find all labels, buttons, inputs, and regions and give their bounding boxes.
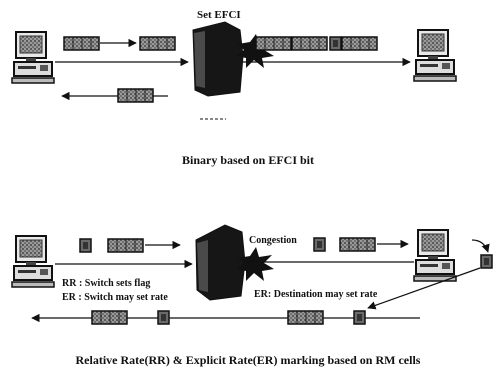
data-cell-icon [291, 36, 328, 51]
backward-rm-path [367, 267, 481, 310]
data-cell-icon [287, 310, 324, 325]
marked-cell-icon [329, 36, 342, 51]
source-computer-icon [11, 235, 55, 288]
er-note: ER : Switch may set rate [62, 292, 168, 303]
switch-shade [194, 31, 205, 88]
turnaround-arrow [471, 239, 490, 253]
diagram2: Congestion RR : Switch sets flag ER : Sw… [11, 224, 493, 367]
data-cell-icon [107, 238, 144, 253]
data-cell-icon [91, 310, 128, 325]
feedback-cell-icon [117, 88, 154, 103]
rm-cell-icon [353, 310, 366, 325]
caption-binary: Binary based on EFCI bit [182, 153, 314, 167]
data-cell-icon [63, 36, 100, 51]
rr-note: RR : Switch sets flag [62, 278, 150, 289]
rm-cell-icon [480, 254, 493, 269]
set-efci-label: Set EFCI [197, 9, 241, 21]
destination-computer-icon [413, 229, 457, 282]
rm-cell-icon [313, 237, 326, 252]
switch-icon [195, 224, 246, 301]
data-cell-icon [339, 237, 376, 252]
destination-note: ER: Destination may set rate [254, 289, 378, 300]
source-computer-icon [11, 31, 55, 84]
rm-cell-icon [79, 238, 92, 253]
rm-cell-icon [157, 310, 170, 325]
congestion-label: Congestion [249, 235, 297, 246]
diagram1: Set EFCI Binary based on EFCI bit [11, 9, 457, 167]
data-cell-icon [255, 36, 292, 51]
data-cell-icon [139, 36, 176, 51]
congestion-burst-icon [236, 34, 274, 68]
switch-shade [197, 240, 208, 292]
switch-icon [192, 21, 244, 97]
data-cell-icon [341, 36, 378, 51]
congestion-burst-icon [236, 247, 274, 281]
destination-computer-icon [413, 29, 457, 82]
caption-rr-er: Relative Rate(RR) & Explicit Rate(ER) ma… [76, 353, 421, 367]
